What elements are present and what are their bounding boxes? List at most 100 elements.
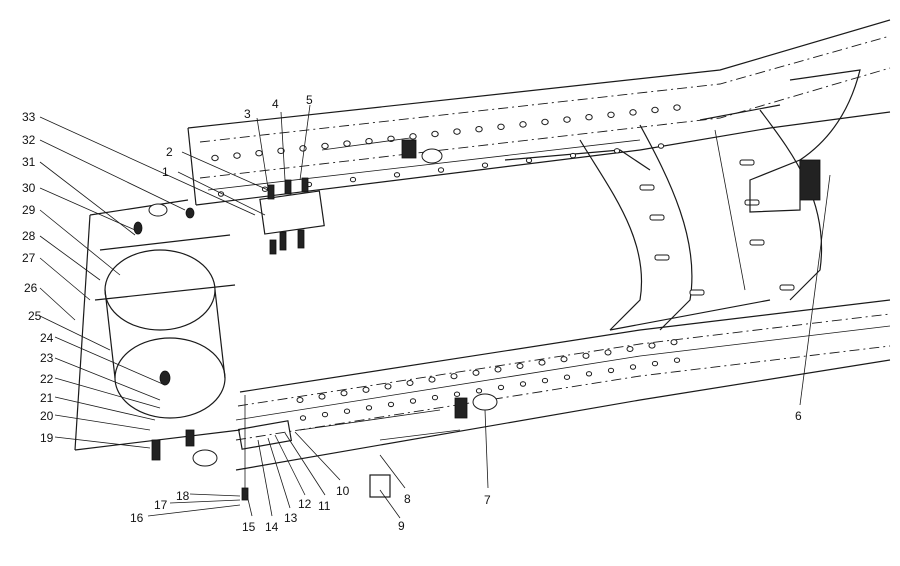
crossmember-slot [689, 289, 705, 296]
frame-hole [431, 130, 439, 138]
frame-hole [582, 352, 590, 359]
frame-hole [343, 140, 351, 147]
frame-hole [431, 394, 439, 401]
callout-7: 7 [484, 493, 491, 507]
callout-24: 24 [40, 331, 54, 345]
frame-hole [538, 359, 546, 366]
callout-31: 31 [22, 155, 36, 169]
frame-hole [211, 154, 219, 162]
frame-hole [563, 116, 571, 123]
frame-hole [453, 128, 461, 135]
callout-33: 33 [22, 110, 36, 124]
frame-hole [409, 398, 417, 404]
callout-10: 10 [336, 484, 350, 498]
frame-hole [541, 118, 549, 126]
frame-hole [670, 339, 678, 346]
callout-8: 8 [404, 492, 411, 506]
frame-hole [494, 366, 502, 373]
frame-hole [318, 393, 326, 400]
frame-hole [362, 386, 370, 393]
frame-hole [607, 111, 615, 119]
frame-hole [541, 377, 549, 384]
rear-frame-edge [74, 199, 241, 451]
callout-14: 14 [265, 520, 279, 534]
callout-22: 22 [40, 372, 54, 386]
frame-hole [673, 357, 681, 363]
frame-hole [651, 360, 659, 367]
frame-hole [340, 390, 348, 397]
upper-frame-rail [187, 19, 891, 206]
frame-hole [525, 157, 533, 164]
frame-hole [481, 162, 489, 168]
callout-11: 11 [318, 499, 331, 513]
frame-hole [613, 148, 621, 154]
frame-hole [472, 369, 480, 376]
frame-hole [626, 345, 634, 353]
callout-18: 18 [176, 489, 190, 503]
frame-hole [569, 152, 577, 159]
callout-26: 26 [24, 281, 38, 295]
frame-hole [516, 362, 524, 370]
crossmember-slot [744, 199, 760, 206]
frame-hole [406, 379, 414, 387]
frame-hole [255, 149, 263, 157]
frame-hole [453, 391, 461, 397]
callout-23: 23 [40, 351, 54, 365]
callout-32: 32 [22, 133, 36, 147]
callout-13: 13 [284, 511, 298, 525]
callout-leaders [39, 104, 831, 519]
frame-hole [233, 152, 241, 159]
callout-30: 30 [22, 181, 36, 195]
callout-16: 16 [130, 511, 144, 525]
frame-hole [497, 384, 505, 391]
crossmember-slot [749, 239, 765, 246]
crossmember-slot [639, 184, 655, 191]
crossmember-slot [649, 214, 665, 221]
callout-25: 25 [28, 309, 42, 323]
frame-hole [475, 125, 483, 133]
frame-hole [497, 123, 505, 131]
air-tank [94, 234, 236, 419]
crossmember-slots [639, 159, 795, 296]
frame-hole [428, 376, 436, 383]
callout-9: 9 [398, 519, 405, 533]
lower-valve-block [151, 393, 498, 501]
callout-19: 19 [40, 431, 54, 445]
frame-hole [648, 342, 656, 349]
callout-17: 17 [154, 498, 168, 512]
frame-hole [387, 401, 395, 408]
frame-hole [384, 383, 392, 390]
frame-hole [349, 176, 357, 183]
crossmember-slot [739, 159, 755, 166]
frame-hole [343, 408, 351, 414]
callout-27: 27 [22, 251, 36, 265]
frame-hole [563, 374, 571, 380]
callout-12: 12 [298, 497, 312, 511]
frame-hole [629, 109, 637, 116]
callout-21: 21 [40, 391, 54, 405]
frame-hole [585, 113, 593, 121]
frame-hole [437, 167, 445, 173]
frame-hole [673, 104, 681, 111]
frame-hole [450, 373, 458, 380]
frame-hole [607, 367, 615, 374]
callout-3: 3 [244, 107, 251, 121]
crossmember-slot [779, 284, 795, 291]
callout-28: 28 [22, 229, 36, 243]
callout-15: 15 [242, 520, 256, 534]
frame-hole [519, 381, 527, 387]
frame-hole [365, 405, 373, 411]
callout-6: 6 [795, 409, 802, 423]
frame-hole [299, 145, 307, 152]
frame-hole [409, 133, 417, 140]
frame-hole [393, 172, 401, 178]
frame-hole [299, 415, 307, 421]
frame-hole [519, 121, 527, 128]
callout-2: 2 [166, 145, 173, 159]
frame-hole [296, 396, 304, 404]
frame-hole [585, 371, 593, 377]
frame-hole [321, 142, 329, 150]
lower-rail-holes [296, 339, 681, 421]
